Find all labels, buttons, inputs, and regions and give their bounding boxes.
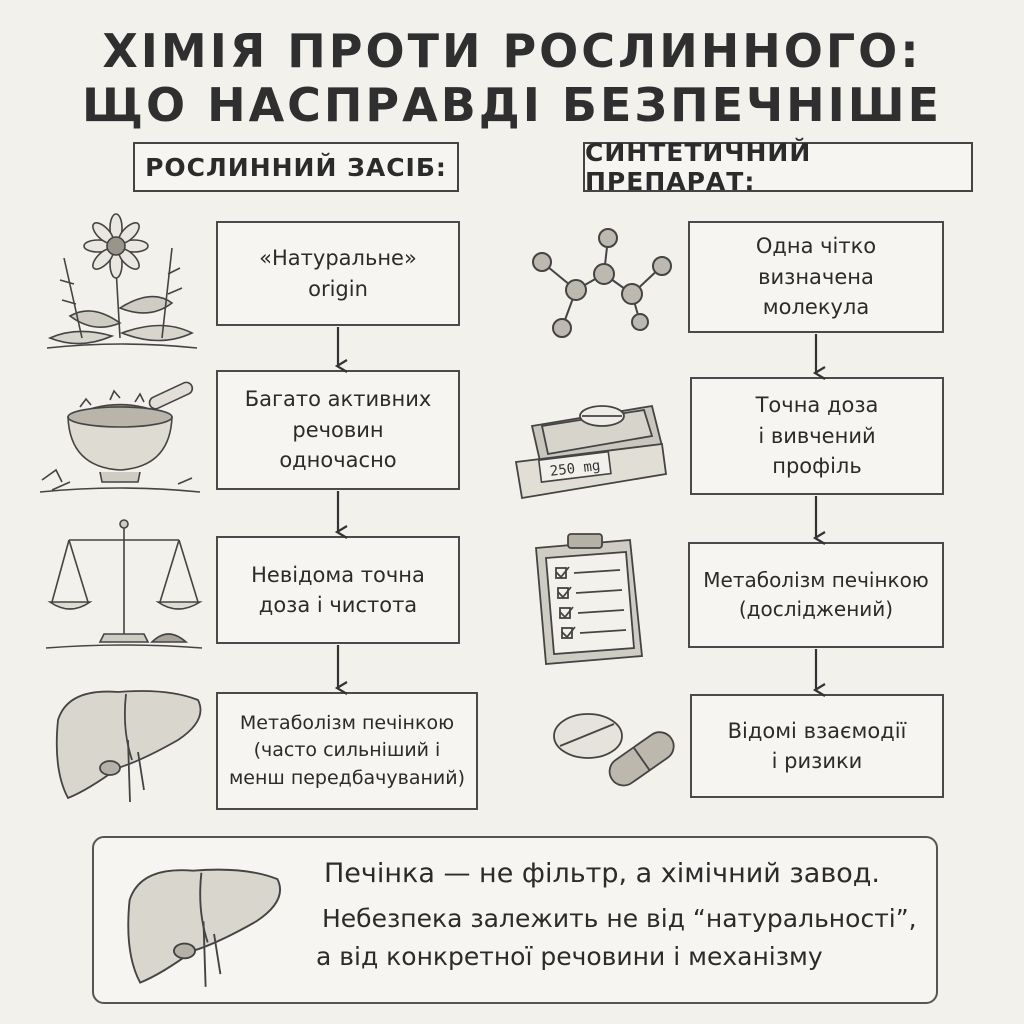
box-text-line: молекула xyxy=(762,295,870,320)
summary-line-1: Печінка — не фільтр, а хімічний завод. xyxy=(324,858,881,889)
box-text-line: Точна доза xyxy=(755,393,879,418)
left-step-box-2: Багато активних речовин одночасно xyxy=(216,370,460,490)
left-column-header: РОСЛИННИЙ ЗАСІБ: xyxy=(133,142,459,192)
box-text-line: «Натуральне» xyxy=(259,246,417,271)
box-text-line: Одна чітко xyxy=(755,234,877,259)
balance-scale-icon xyxy=(45,519,203,649)
mortar-herbs-icon xyxy=(40,381,200,493)
box-text-line: Невідома точна xyxy=(251,562,425,587)
page-title-line-1: ХІМІЯ ПРОТИ РОСЛИННОГО: xyxy=(102,24,922,78)
summary-liver-icon xyxy=(127,868,282,987)
left-column-header-label: РОСЛИННИЙ ЗАСІБ: xyxy=(145,152,447,182)
clipboard-checklist-icon xyxy=(535,533,643,665)
molecule-icon xyxy=(532,228,672,338)
box-text-line: Метаболізм печінкою xyxy=(703,568,929,592)
box-text-line: і ризики xyxy=(771,749,863,773)
right-column-header-label: СИНТЕТИЧНИЙ ПРЕПАРАТ: xyxy=(585,138,812,196)
box-text-line: менш передбачуваний) xyxy=(228,766,466,789)
summary-line-3: а від конкретної речовини і механізму xyxy=(316,942,823,971)
box-text-line: origin xyxy=(308,276,368,301)
summary-box: Печінка — не фільтр, а хімічний завод. Н… xyxy=(92,836,938,1004)
box-text-line: і вивчений xyxy=(758,423,876,448)
box-text-line: визначена xyxy=(758,264,874,289)
right-column-header: СИНТЕТИЧНИЙ ПРЕПАРАТ: xyxy=(583,138,973,196)
box-text-line: речовин xyxy=(292,417,384,442)
liver-icon xyxy=(55,690,202,803)
box-text-line: профіль xyxy=(772,454,862,479)
box-text-line: Метаболізм печінкою xyxy=(239,711,455,734)
right-step-box-1: Одна чітко визначена молекула xyxy=(688,221,944,333)
summary-line-2: Небезпека залежить не від “натуральності… xyxy=(322,904,917,933)
box-text-line: Відомі взаємодії xyxy=(727,718,907,743)
box-text-line: доза і чистота xyxy=(258,593,418,617)
right-step-box-4: Відомі взаємодії і ризики xyxy=(690,694,944,798)
box-text-line: Багато активних xyxy=(244,387,432,412)
left-step-box-4: Метаболізм печінкою (часто сильніший і м… xyxy=(216,692,478,810)
scale-readout: 250 mg xyxy=(549,458,601,480)
right-step-box-3: Метаболізм печінкою (досліджений) xyxy=(688,542,944,648)
flower-herbs-icon xyxy=(46,213,198,349)
box-text-line: (досліджений) xyxy=(738,597,894,621)
page-title-line-2: ЩО НАСПРАВДІ БЕЗПЕЧНІШЕ xyxy=(81,78,943,132)
digital-scale-icon: 250 mg xyxy=(514,404,668,500)
box-text-line: (часто сильніший і xyxy=(253,739,441,762)
box-text-line: одночасно xyxy=(279,448,397,473)
pills-icon xyxy=(553,713,675,787)
left-step-box-1: «Натуральне» origin xyxy=(216,221,460,326)
